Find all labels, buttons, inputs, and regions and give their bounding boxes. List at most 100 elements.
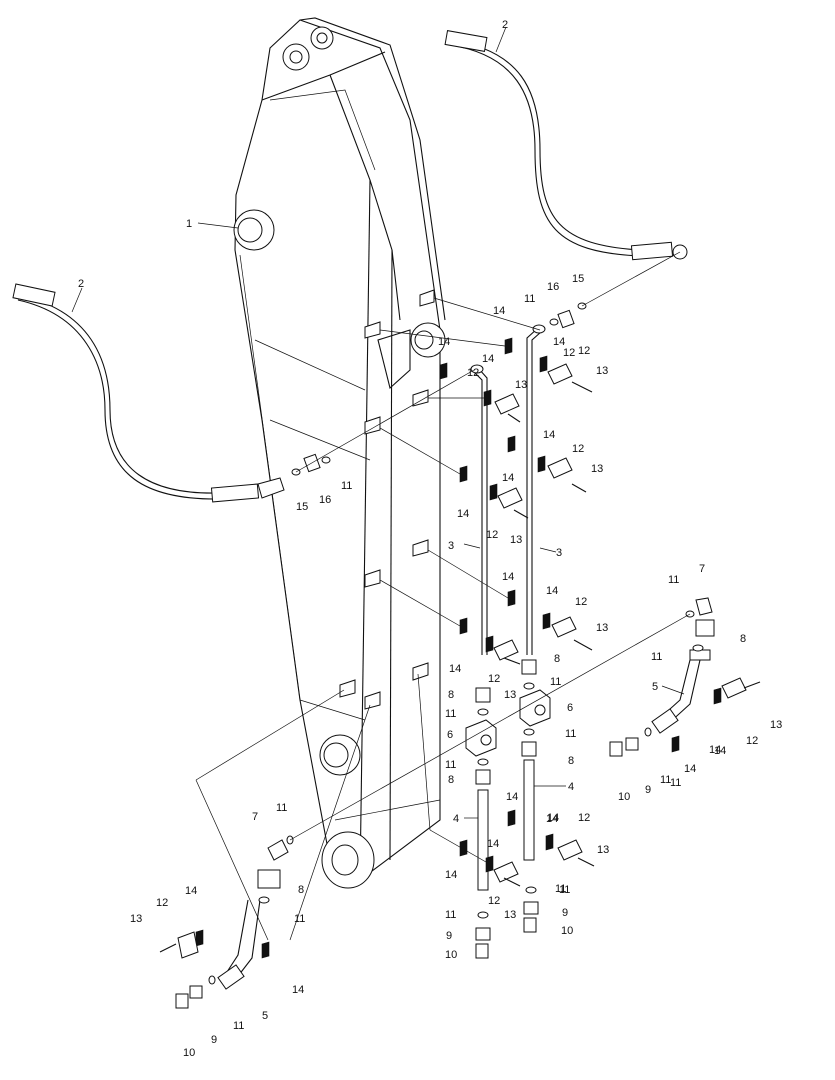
- callout-13: 13: [504, 909, 516, 921]
- callout-3: 3: [448, 540, 454, 552]
- callout-3: 3: [556, 547, 562, 559]
- callout-14: 14: [547, 812, 559, 824]
- callout-8: 8: [568, 755, 574, 767]
- callout-14: 14: [457, 508, 469, 520]
- callout-13: 13: [591, 463, 603, 475]
- callout-11: 11: [555, 883, 566, 895]
- callout-10: 10: [445, 949, 457, 961]
- boom-arm: [233, 17, 446, 889]
- callout-11: 11: [524, 293, 535, 305]
- callout-labels: 1 2 2 3 3 4 4 5 5 6 6 7 7 8 8 8 8 8 8 9 …: [78, 19, 782, 1059]
- callout-6: 6: [447, 729, 453, 741]
- callout-14: 14: [502, 472, 514, 484]
- callout-11: 11: [445, 708, 456, 720]
- callout-8: 8: [554, 653, 560, 665]
- callout-12: 12: [746, 735, 758, 747]
- callout-12: 12: [467, 367, 479, 379]
- callout-11: 11: [294, 913, 305, 925]
- callout-11: 11: [651, 651, 662, 663]
- callout-11: 11: [341, 480, 352, 492]
- pipe-left-4: [477, 789, 489, 891]
- callout-8: 8: [448, 774, 454, 786]
- callout-14: 14: [449, 663, 461, 675]
- callout-14: 14: [714, 745, 726, 757]
- callout-13: 13: [510, 534, 522, 546]
- pipe-right-4: [523, 759, 535, 861]
- callout-11: 11: [445, 759, 456, 771]
- callout-12: 12: [578, 345, 590, 357]
- callout-13: 13: [597, 844, 609, 856]
- callout-7: 7: [699, 563, 705, 575]
- callout-11: 11: [565, 728, 576, 740]
- callout-14: 14: [493, 305, 505, 317]
- callout-1: 1: [186, 218, 192, 230]
- callout-9: 9: [645, 784, 651, 796]
- fittings: [175, 302, 715, 1009]
- callout-14: 14: [185, 885, 197, 897]
- callout-11: 11: [668, 574, 679, 586]
- callout-14: 14: [487, 838, 499, 850]
- callout-11: 11: [550, 676, 561, 688]
- callout-8: 8: [298, 884, 304, 896]
- callout-14: 14: [684, 763, 696, 775]
- callout-11: 11: [660, 774, 671, 786]
- callout-16: 16: [547, 281, 559, 293]
- callout-8: 8: [740, 633, 746, 645]
- callout-10: 10: [561, 925, 573, 937]
- callout-14: 14: [506, 791, 518, 803]
- callout-12: 12: [156, 897, 168, 909]
- callout-14: 14: [438, 336, 450, 348]
- callout-2: 2: [502, 19, 508, 31]
- callout-12: 12: [488, 895, 500, 907]
- callout-11: 11: [445, 909, 456, 921]
- callout-15: 15: [296, 501, 308, 513]
- callout-12: 12: [578, 812, 590, 824]
- callout-4: 4: [453, 813, 459, 825]
- pipe-right-3: [526, 324, 546, 655]
- manifold-blocks: [465, 689, 551, 757]
- pipe-5-left: [217, 899, 261, 990]
- callout-6: 6: [567, 702, 573, 714]
- callout-11: 11: [276, 802, 287, 814]
- callout-14: 14: [543, 429, 555, 441]
- callout-12: 12: [488, 673, 500, 685]
- callout-5: 5: [262, 1010, 268, 1022]
- callout-5: 5: [652, 681, 658, 693]
- callout-8: 8: [448, 689, 454, 701]
- callout-7: 7: [252, 811, 258, 823]
- callout-14: 14: [502, 571, 514, 583]
- callout-14: 14: [546, 813, 558, 825]
- callout-15: 15: [572, 273, 584, 285]
- leader-lines: [71, 26, 691, 941]
- callout-14: 14: [546, 585, 558, 597]
- callout-10: 10: [183, 1047, 195, 1059]
- callout-14: 14: [709, 744, 721, 756]
- callout-14: 14: [553, 336, 565, 348]
- hose-left: [12, 283, 285, 503]
- callout-14: 14: [482, 353, 494, 365]
- callout-13: 13: [596, 365, 608, 377]
- callout-12: 12: [486, 529, 498, 541]
- callout-16: 16: [319, 494, 331, 506]
- callout-14: 14: [292, 984, 304, 996]
- callout-13: 13: [130, 913, 142, 925]
- hose-right: [444, 30, 688, 261]
- callout-13: 13: [515, 379, 527, 391]
- callout-12: 12: [572, 443, 584, 455]
- pipe-5-right: [651, 659, 701, 734]
- callout-11: 11: [670, 777, 681, 789]
- callout-14: 14: [445, 869, 457, 881]
- clamps-and-bolts: [159, 337, 761, 959]
- callout-13: 13: [596, 622, 608, 634]
- callout-13: 13: [504, 689, 516, 701]
- callout-11: 11: [233, 1020, 244, 1032]
- callout-9: 9: [446, 930, 452, 942]
- callout-12: 12: [563, 347, 575, 359]
- callout-12: 12: [575, 596, 587, 608]
- callout-4: 4: [568, 781, 574, 793]
- callout-10: 10: [618, 791, 630, 803]
- callout-11: 11: [559, 884, 570, 896]
- pipe-left-3: [470, 364, 488, 655]
